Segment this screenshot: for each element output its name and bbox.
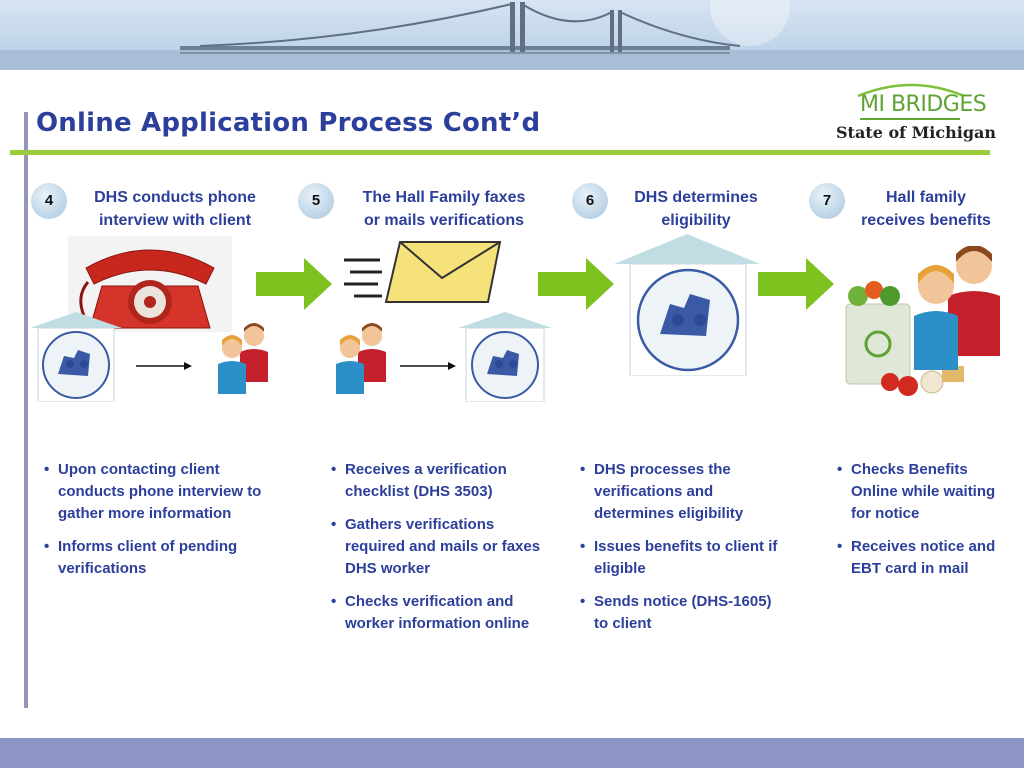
footer-band — [0, 738, 1024, 768]
bridge-illustration — [0, 0, 1024, 70]
green-arrow-icon-1 — [256, 258, 332, 310]
step-4-title-line2: interview with client — [98, 212, 252, 229]
dhs-seal-icon-2 — [458, 312, 552, 402]
step-6-title-line1: DHS determines — [634, 189, 758, 206]
step-6-bullet-2: Issues benefits to client if eligible — [580, 536, 786, 580]
step-5-bullet-3: Checks verification and worker informati… — [331, 591, 543, 635]
step-7-title-line2: receives benefits — [861, 212, 991, 229]
step-6-title: DHS determines eligibility — [608, 186, 784, 232]
logo-name: MI BRIDGES — [860, 92, 987, 117]
green-arrow-icon-2 — [538, 258, 614, 310]
step-4-number: 4 — [31, 183, 67, 219]
arrow-right-icon-2 — [400, 362, 456, 370]
arrow-right-icon — [136, 362, 192, 370]
telephone-icon — [68, 236, 232, 332]
family-icon — [218, 323, 268, 394]
dhs-seal-icon — [30, 312, 122, 402]
step-5-number: 5 — [298, 183, 334, 219]
family-icon-2 — [336, 323, 386, 394]
step-5-title-line1: The Hall Family faxes — [362, 189, 526, 206]
step-5-bullets: Receives a verification checklist (DHS 3… — [331, 459, 543, 646]
header-banner — [0, 0, 1024, 70]
envelope-icon — [344, 241, 502, 303]
logo-arc-icon — [857, 83, 965, 98]
title-underline — [10, 150, 990, 155]
logo-subtitle: State of Michigan — [836, 123, 997, 142]
logo-divider — [860, 118, 960, 120]
step-6-bullet-1: DHS processes the verifications and dete… — [580, 459, 786, 525]
step-7-title: Hall family receives benefits — [843, 186, 1009, 232]
step-7-bullets: Checks Benefits Online while waiting for… — [837, 459, 1011, 591]
mi-bridges-logo: MI BRIDGES State of Michigan — [830, 78, 1000, 148]
step-5-bullet-2: Gathers verifications required and mails… — [331, 514, 543, 580]
step-4-title: DHS conducts phone interview with client — [70, 186, 280, 232]
page-title: Online Application Process Cont’d — [36, 108, 541, 138]
dhs-seal-large-icon — [614, 234, 760, 376]
step-6-bullet-3: Sends notice (DHS-1605) to client — [580, 591, 786, 635]
step-4-bullet-1: Upon contacting client conducts phone in… — [44, 459, 266, 525]
green-arrow-icon-3 — [758, 258, 834, 310]
step-7-title-line1: Hall family — [885, 189, 967, 206]
step-6-number: 6 — [572, 183, 608, 219]
step-4-title-line1: DHS conducts phone — [94, 189, 256, 206]
step-7-number: 7 — [809, 183, 845, 219]
step-7-bullet-2: Receives notice and EBT card in mail — [837, 536, 1011, 580]
step-5-bullet-1: Receives a verification checklist (DHS 3… — [331, 459, 543, 503]
step-4-bullets: Upon contacting client conducts phone in… — [44, 459, 266, 591]
step-5-title-line2: or mails verifications — [363, 212, 525, 229]
step-6-title-line2: eligibility — [661, 212, 731, 229]
step-6-bullets: DHS processes the verifications and dete… — [580, 459, 786, 646]
step-5-title: The Hall Family faxes or mails verificat… — [336, 186, 552, 232]
left-vertical-rule — [24, 112, 28, 708]
step-4-bullet-2: Informs client of pending verifications — [44, 536, 266, 580]
groceries-family-icon — [845, 246, 1000, 396]
step-7-bullet-1: Checks Benefits Online while waiting for… — [837, 459, 1011, 525]
